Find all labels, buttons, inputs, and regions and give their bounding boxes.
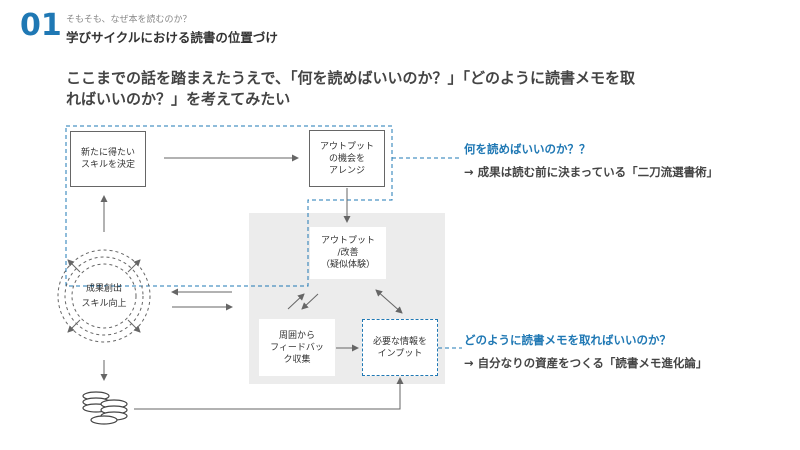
feedback-box-line-3: ク収集 — [283, 354, 311, 365]
result-line-1: 成果創出 — [85, 284, 122, 294]
arrange-box: アウトプットの機会をアレンジ — [309, 130, 385, 187]
feedback-box-line-1: 周囲から — [278, 330, 315, 341]
question-2: どのように読書メモを取ればいいのか？ — [464, 333, 671, 347]
output-box: アウトプット/改善 （疑似体験） — [310, 227, 386, 279]
output-box-line-1: アウトプット — [320, 236, 375, 246]
section-number: 01 — [20, 8, 62, 43]
result-line-2: スキル向上 — [81, 299, 127, 309]
feedback-box-line-2: フィードバッ — [270, 342, 324, 353]
arrange-box-line-3: アレンジ — [328, 165, 365, 176]
input-box: 必要な情報をインプット — [362, 319, 438, 376]
section-kicker: そもそも、なぜ本を読むのか？ — [66, 15, 192, 25]
result-rings — [57, 249, 151, 343]
input-box-line-1: 必要な情報を — [372, 336, 427, 347]
coin-stack-icon — [82, 391, 128, 425]
output-box-line-2: /改善 — [337, 248, 359, 258]
arrange-box-line-2: の機会を — [328, 153, 365, 164]
lead-line-1: ここまでの話を踏まえたうえで、「何を読めばいいのか？」「どのように読書メモを取 — [66, 69, 635, 87]
arrange-box-line-1: アウトプット — [319, 141, 374, 152]
answer-2: → 自分なりの資産をつくる「読書メモ進化論」 — [464, 356, 708, 370]
skill-box-line-2: スキルを決定 — [80, 160, 135, 170]
feedback-box: 周囲からフィードバック収集 — [259, 319, 335, 376]
input-box-line-2: インプット — [377, 348, 423, 359]
lead-text: ここまでの話を踏まえたうえで、「何を読めばいいのか？」「どのように読書メモを取 … — [66, 68, 746, 110]
answer-1: → 成果は読む前に決まっている「二刀流選書術」 — [464, 165, 719, 179]
page-title: 学びサイクルにおける読書の位置づけ — [66, 30, 278, 45]
lead-line-2: ればいいのか？」を考えてみたい — [66, 90, 291, 108]
question-1: 何を読めばいいのか？？ — [464, 142, 591, 156]
skill-box: 新たに得たいスキルを決定 — [70, 131, 146, 187]
skill-box-line-1: 新たに得たい — [80, 148, 135, 158]
output-box-line-3: （疑似体験） — [320, 260, 375, 270]
radiating-arrows — [67, 259, 141, 333]
result-label: 成果創出 スキル向上 — [74, 282, 134, 312]
